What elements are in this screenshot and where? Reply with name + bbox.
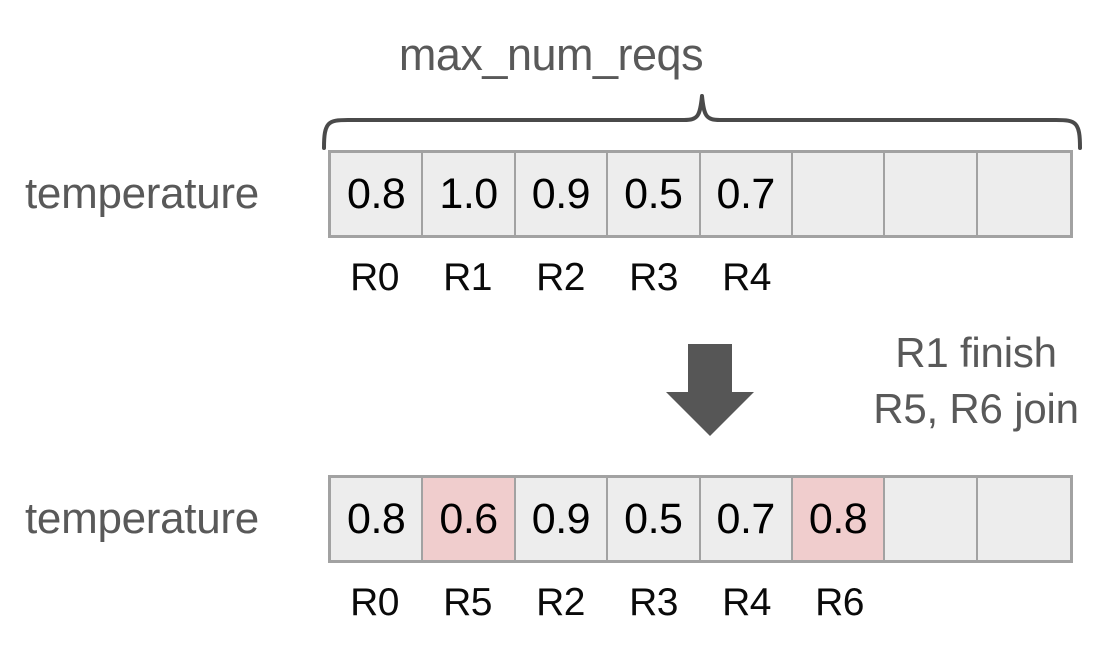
table-cell[interactable]: 0.5 [608,153,701,235]
table-cell[interactable]: 0.7 [700,478,793,560]
table-cell[interactable] [792,153,886,235]
table-cell[interactable] [977,478,1070,560]
after-array-grid: 0.8 0.6 0.9 0.5 0.7 0.8 [328,475,1073,563]
table-cell[interactable]: 0.9 [515,153,609,235]
after-request-id-row: R0 R5 R2 R3 R4 R6 [328,583,1073,622]
table-cell[interactable]: 0.7 [700,153,793,235]
request-id: R3 [629,256,678,299]
request-id: R0 [350,256,399,299]
request-id: R1 [443,256,492,299]
request-id [979,583,1072,622]
before-array-grid: 0.8 1.0 0.9 0.5 0.7 [328,150,1073,238]
before-request-id-row: R0 R1 R2 R3 R4 [328,258,1073,297]
transition-arrow [663,342,757,438]
transition-note-line-2: R5, R6 join [873,385,1079,432]
request-id: R2 [536,581,585,624]
table-cell[interactable] [885,153,978,235]
request-id: R6 [815,581,864,624]
table-cell[interactable]: 0.8 [331,478,424,560]
transition-note-line-1: R1 finish [895,329,1057,376]
request-id: R0 [350,581,399,624]
table-cell[interactable] [977,153,1070,235]
after-row-label: temperature [25,494,259,543]
down-arrow-icon [666,344,754,436]
request-id: R4 [722,581,771,624]
request-id: R5 [443,581,492,624]
request-id [793,258,886,297]
request-id: R3 [629,581,678,624]
request-id: R2 [536,256,585,299]
request-id: R4 [722,256,771,299]
table-cell[interactable] [885,478,978,560]
request-id [979,258,1072,297]
table-cell[interactable]: 1.0 [423,153,516,235]
table-cell-highlighted[interactable]: 0.6 [423,478,516,560]
request-id [886,258,979,297]
table-cell[interactable]: 0.5 [608,478,701,560]
table-cell[interactable]: 0.8 [331,153,424,235]
curly-brace-icon [322,94,1082,150]
table-cell-highlighted[interactable]: 0.8 [792,478,886,560]
request-id [886,583,979,622]
capacity-brace [318,94,1086,150]
table-cell[interactable]: 0.9 [515,478,609,560]
page-title: max_num_reqs [398,29,704,80]
before-row-label: temperature [25,169,259,218]
